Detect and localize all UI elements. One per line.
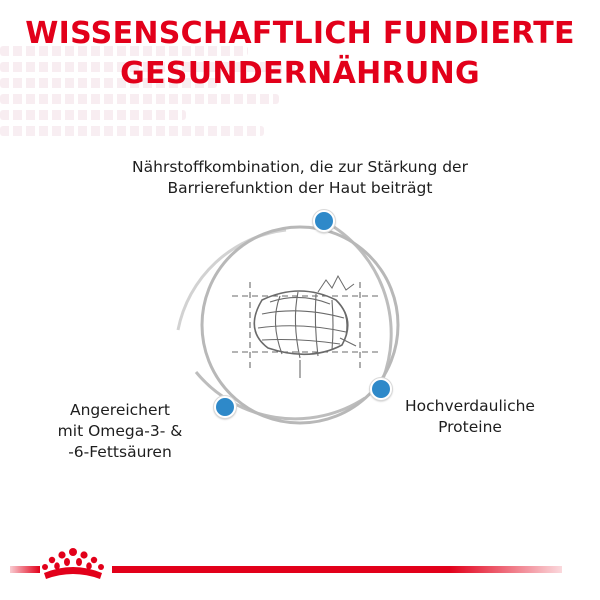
benefit-top-dot <box>313 210 335 232</box>
benefit-left-line-2: mit Omega-3- & <box>57 422 183 440</box>
title-line-2: GESUNDERNÄHRUNG <box>120 56 480 91</box>
benefit-right-line-2: Proteine <box>438 418 502 436</box>
footer-divider-left <box>10 566 40 573</box>
benefit-top-line-2: Barrierefunktion der Haut beiträgt <box>167 179 433 197</box>
page-title: WISSENSCHAFTLICH FUNDIERTE GESUNDERNÄHRU… <box>0 14 600 94</box>
benefit-top-label: Nährstoffkombination, die zur Stärkung d… <box>100 157 500 199</box>
kibble-sketch-icon <box>232 274 380 378</box>
outer-ring-arc-left <box>176 228 287 331</box>
benefit-left-line-1: Angereichert <box>69 401 170 419</box>
benefit-right-dot <box>370 378 392 400</box>
benefit-right-line-1: Hochverdauliche <box>405 397 535 415</box>
royal-crown-logo-icon <box>42 548 104 579</box>
benefit-left-line-3: -6-Fettsäuren <box>68 443 172 461</box>
benefit-right-label: Hochverdauliche Proteine <box>390 396 550 438</box>
title-line-1: WISSENSCHAFTLICH FUNDIERTE <box>25 16 575 51</box>
benefit-left-dot <box>214 396 236 418</box>
benefit-top-line-1: Nährstoffkombination, die zur Stärkung d… <box>132 158 468 176</box>
footer-divider <box>112 566 562 573</box>
outer-ring-arc-right <box>317 216 393 387</box>
benefit-left-label: Angereichert mit Omega-3- & -6-Fettsäure… <box>45 400 195 463</box>
inner-ring <box>200 225 400 425</box>
